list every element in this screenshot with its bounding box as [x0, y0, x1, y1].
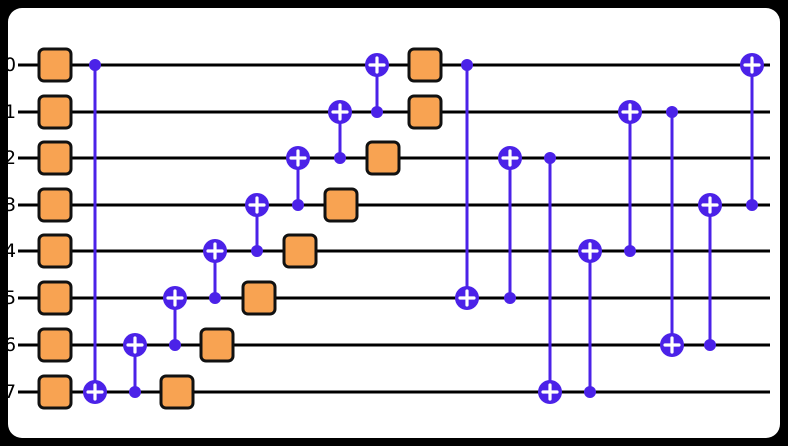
cnot-control-dot[interactable]: [624, 245, 636, 257]
single-qubit-gate[interactable]: [241, 280, 277, 316]
cnot-control-dot[interactable]: [666, 106, 678, 118]
circuit-canvas: 0 1 2 3 4 5 6 7: [8, 47, 770, 410]
qubit-label-4: 4: [8, 240, 16, 262]
cnot-control-dot[interactable]: [209, 292, 221, 304]
gate-box[interactable]: [365, 140, 401, 176]
single-qubit-gate[interactable]: [37, 47, 73, 83]
single-qubit-gate[interactable]: [37, 280, 73, 316]
cnot-control-dot[interactable]: [89, 59, 101, 71]
single-qubit-gate[interactable]: [37, 94, 73, 130]
single-qubit-gate[interactable]: [37, 187, 73, 223]
cnot-control-dot[interactable]: [584, 386, 596, 398]
qubit-label-3: 3: [8, 194, 16, 216]
gate-box[interactable]: [37, 94, 73, 130]
cnot-gate[interactable]: [498, 146, 522, 304]
cnot-gates-group: [83, 53, 764, 404]
gate-box[interactable]: [282, 233, 318, 269]
single-qubit-gate[interactable]: [37, 140, 73, 176]
cnot-gate[interactable]: [123, 333, 147, 398]
cnot-gate[interactable]: [618, 100, 642, 257]
gate-box[interactable]: [37, 280, 73, 316]
cnot-control-dot[interactable]: [371, 106, 383, 118]
qubit-label-0: 0: [8, 54, 16, 76]
single-qubit-gate[interactable]: [37, 233, 73, 269]
cnot-gate[interactable]: [538, 152, 562, 404]
gate-box[interactable]: [407, 47, 443, 83]
gate-box[interactable]: [323, 187, 359, 223]
gate-box[interactable]: [407, 94, 443, 130]
gate-box[interactable]: [37, 233, 73, 269]
single-qubit-gates-group: [37, 47, 443, 410]
gate-box[interactable]: [159, 374, 195, 410]
gate-box[interactable]: [37, 187, 73, 223]
cnot-gate[interactable]: [698, 193, 722, 351]
cnot-gate[interactable]: [245, 193, 269, 257]
gate-box[interactable]: [37, 140, 73, 176]
circuit-panel: 0 1 2 3 4 5 6 7: [8, 8, 780, 438]
cnot-control-dot[interactable]: [334, 152, 346, 164]
single-qubit-gate[interactable]: [37, 327, 73, 363]
gate-box[interactable]: [37, 374, 73, 410]
single-qubit-gate[interactable]: [282, 233, 318, 269]
cnot-gate[interactable]: [163, 286, 187, 351]
single-qubit-gate[interactable]: [159, 374, 195, 410]
cnot-control-dot[interactable]: [169, 339, 181, 351]
single-qubit-gate[interactable]: [365, 140, 401, 176]
gate-box[interactable]: [199, 327, 235, 363]
cnot-control-dot[interactable]: [504, 292, 516, 304]
single-qubit-gate[interactable]: [323, 187, 359, 223]
cnot-control-dot[interactable]: [746, 199, 758, 211]
cnot-gate[interactable]: [328, 100, 352, 164]
cnot-control-dot[interactable]: [461, 59, 473, 71]
gate-box[interactable]: [241, 280, 277, 316]
cnot-control-dot[interactable]: [544, 152, 556, 164]
qubit-label-1: 1: [8, 101, 16, 123]
single-qubit-gate[interactable]: [37, 374, 73, 410]
gate-box[interactable]: [37, 47, 73, 83]
cnot-gate[interactable]: [203, 239, 227, 304]
cnot-gate[interactable]: [660, 106, 684, 357]
cnot-control-dot[interactable]: [251, 245, 263, 257]
single-qubit-gate[interactable]: [407, 94, 443, 130]
cnot-control-dot[interactable]: [292, 199, 304, 211]
qubit-label-6: 6: [8, 334, 16, 356]
cnot-gate[interactable]: [740, 53, 764, 211]
cnot-gate[interactable]: [286, 146, 310, 211]
cnot-control-dot[interactable]: [704, 339, 716, 351]
qubit-label-2: 2: [8, 147, 16, 169]
single-qubit-gate[interactable]: [199, 327, 235, 363]
qubit-label-5: 5: [8, 287, 16, 309]
cnot-control-dot[interactable]: [129, 386, 141, 398]
cnot-gate[interactable]: [365, 53, 389, 118]
cnot-gate[interactable]: [455, 59, 479, 310]
gate-box[interactable]: [37, 327, 73, 363]
single-qubit-gate[interactable]: [407, 47, 443, 83]
cnot-gate[interactable]: [83, 59, 107, 404]
cnot-gate[interactable]: [578, 239, 602, 398]
qubit-labels-group: 0 1 2 3 4 5 6 7: [8, 54, 16, 403]
qubit-label-7: 7: [8, 381, 16, 403]
